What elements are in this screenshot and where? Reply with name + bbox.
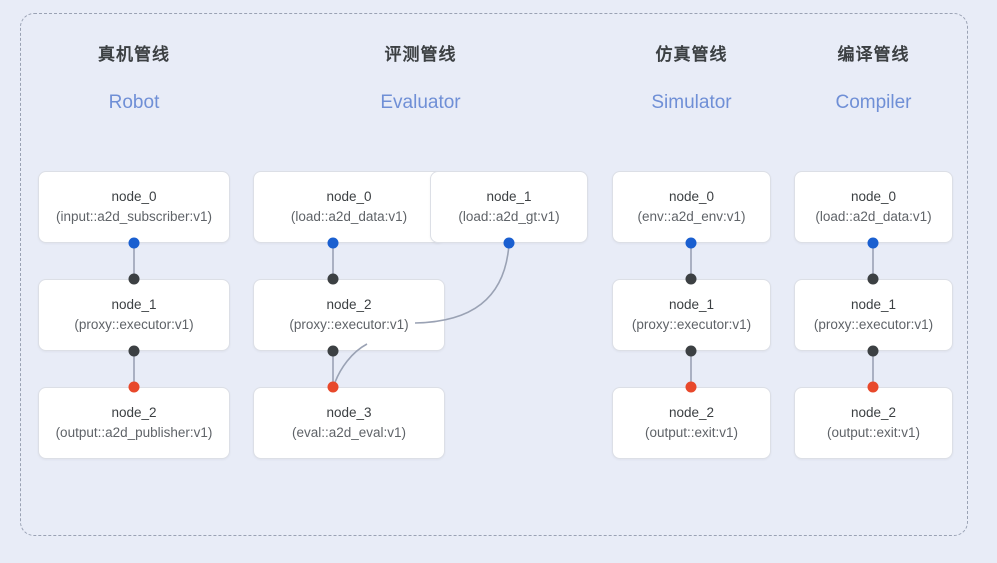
port-output-compiler-0[interactable] xyxy=(867,237,879,249)
column-title-cn-evaluator: 评测管线 xyxy=(384,45,457,64)
node-label-type: (load::a2d_data:v1) xyxy=(290,209,408,224)
node-label-type: (proxy::executor:v1) xyxy=(289,317,409,332)
column-title-en-compiler: Compiler xyxy=(835,92,912,113)
node-label-type: (output::a2d_publisher:v1) xyxy=(55,425,213,440)
node-label-name: node_2 xyxy=(326,297,372,312)
node-simulator-1[interactable]: node_1 (proxy::executor:v1) xyxy=(612,279,771,351)
node-label-name: node_0 xyxy=(850,189,897,204)
node-evaluator-2[interactable]: node_2 (proxy::executor:v1) xyxy=(253,279,445,351)
node-label-type: (proxy::executor:v1) xyxy=(813,317,934,332)
node-evaluator-0[interactable]: node_0 (load::a2d_data:v1) xyxy=(253,171,445,243)
diagram-dashed-frame xyxy=(20,13,968,536)
port-output-simulator-1[interactable] xyxy=(685,345,697,357)
node-label-name: node_2 xyxy=(111,405,157,420)
node-label-type: (input::a2d_subscriber:v1) xyxy=(55,209,213,224)
node-evaluator-3[interactable]: node_3 (eval::a2d_eval:v1) xyxy=(253,387,445,459)
node-evaluator-1[interactable]: node_1 (load::a2d_gt:v1) xyxy=(430,171,588,243)
node-label-name: node_2 xyxy=(850,405,897,420)
node-compiler-1[interactable]: node_1 (proxy::executor:v1) xyxy=(794,279,953,351)
port-input-evaluator-2[interactable] xyxy=(327,273,339,285)
port-input-simulator-1[interactable] xyxy=(685,273,697,285)
port-output-evaluator-0[interactable] xyxy=(327,237,339,249)
node-label-type: (eval::a2d_eval:v1) xyxy=(291,425,407,440)
node-label-name: node_1 xyxy=(486,189,532,204)
column-title-en-evaluator: Evaluator xyxy=(380,92,461,113)
node-label-type: (output::exit:v1) xyxy=(826,425,921,440)
node-label-name: node_1 xyxy=(111,297,157,312)
node-robot-1[interactable]: node_1 (proxy::executor:v1) xyxy=(38,279,230,351)
port-input-robot-2[interactable] xyxy=(128,381,140,393)
column-title-cn-robot: 真机管线 xyxy=(98,45,170,64)
node-label-name: node_0 xyxy=(668,189,715,204)
port-output-evaluator-2[interactable] xyxy=(327,345,339,357)
node-simulator-0[interactable]: node_0 (env::a2d_env:v1) xyxy=(612,171,771,243)
node-label-name: node_3 xyxy=(326,405,372,420)
node-label-name: node_0 xyxy=(111,189,157,204)
node-label-type: (output::exit:v1) xyxy=(644,425,739,440)
node-robot-0[interactable]: node_0 (input::a2d_subscriber:v1) xyxy=(38,171,230,243)
node-label-type: (proxy::executor:v1) xyxy=(74,317,194,332)
port-output-robot-0[interactable] xyxy=(128,237,140,249)
node-label-type: (proxy::executor:v1) xyxy=(631,317,752,332)
node-label-name: node_1 xyxy=(850,297,897,312)
column-title-cn-simulator: 仿真管线 xyxy=(655,45,728,64)
port-input-simulator-2[interactable] xyxy=(685,381,697,393)
column-title-en-robot: Robot xyxy=(108,92,160,113)
node-label-type: (load::a2d_data:v1) xyxy=(815,209,932,224)
port-input-compiler-2[interactable] xyxy=(867,381,879,393)
port-output-evaluator-1[interactable] xyxy=(503,237,515,249)
column-title-en-simulator: Simulator xyxy=(651,92,732,113)
node-simulator-2[interactable]: node_2 (output::exit:v1) xyxy=(612,387,771,459)
port-input-robot-1[interactable] xyxy=(128,273,140,285)
port-input-evaluator-3[interactable] xyxy=(327,381,339,393)
node-label-type: (load::a2d_gt:v1) xyxy=(458,209,560,224)
node-robot-2[interactable]: node_2 (output::a2d_publisher:v1) xyxy=(38,387,230,459)
node-compiler-2[interactable]: node_2 (output::exit:v1) xyxy=(794,387,953,459)
port-output-robot-1[interactable] xyxy=(128,345,140,357)
port-output-simulator-0[interactable] xyxy=(685,237,697,249)
node-label-name: node_1 xyxy=(668,297,715,312)
node-label-type: (env::a2d_env:v1) xyxy=(637,209,746,224)
node-compiler-0[interactable]: node_0 (load::a2d_data:v1) xyxy=(794,171,953,243)
port-input-compiler-1[interactable] xyxy=(867,273,879,285)
column-title-cn-compiler: 编译管线 xyxy=(837,45,910,64)
port-output-compiler-1[interactable] xyxy=(867,345,879,357)
node-label-name: node_2 xyxy=(668,405,715,420)
node-label-name: node_0 xyxy=(326,189,372,204)
